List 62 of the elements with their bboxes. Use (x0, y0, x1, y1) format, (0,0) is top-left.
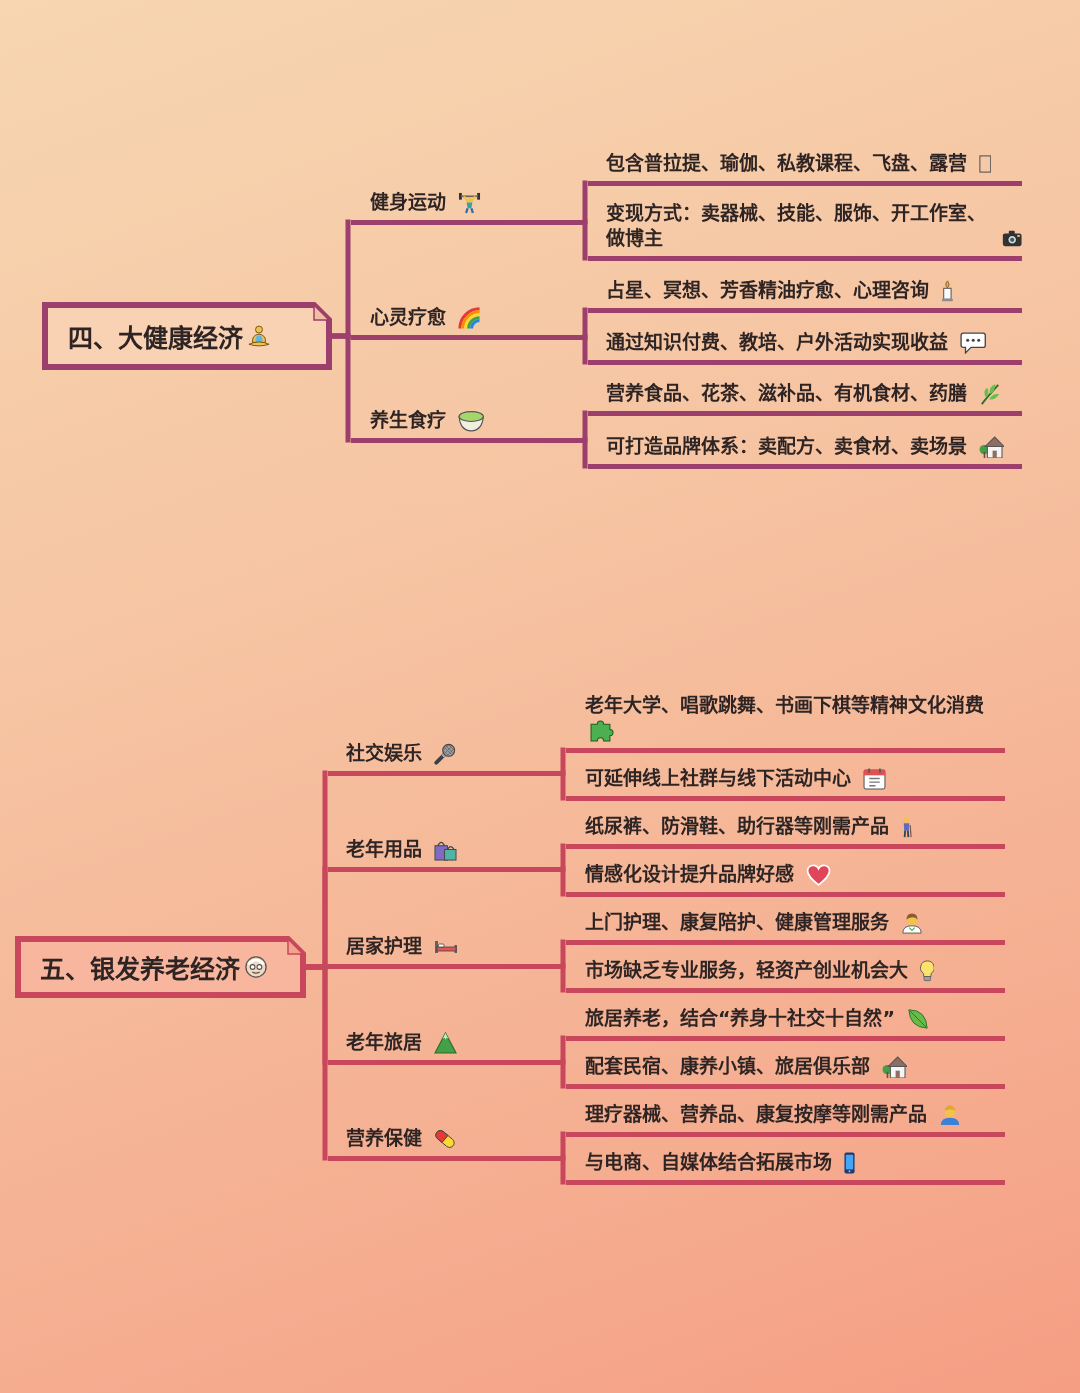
subtopic (565, 1005, 1005, 1041)
connector-line (560, 770, 566, 801)
branch-topic (327, 1029, 561, 1065)
topic-text: 社交娱乐 (346, 741, 422, 764)
topic-text: 变现方式：卖器械、技能、服饰、开工作室、做博主 (606, 200, 987, 251)
connector-line (306, 964, 328, 1161)
topic-text: 包含普拉提、瑜伽、私教课程、飞盘、露营 (606, 151, 967, 174)
connector-line (560, 866, 566, 897)
connector-line (582, 219, 588, 261)
subtopic (587, 150, 1022, 186)
topic-text: 营养食品、花茶、滋补品、有机食材、药膳 (606, 381, 967, 404)
subtopic (587, 200, 1022, 261)
title-box (15, 936, 306, 998)
topic-text: 老年大学、唱歌跳舞、书画下棋等精神文化消费 (585, 693, 984, 716)
title-box (42, 302, 332, 370)
connector-line (582, 334, 588, 365)
subtopic (565, 909, 1005, 945)
topic-text: 占星、冥想、芳香精油疗愈、心理咨询 (606, 278, 929, 301)
topic-text: 市场缺乏专业服务，轻资产创业机会大 (585, 958, 908, 981)
topic-text: 心灵疗愈 (370, 305, 446, 328)
topic-text: 旅居养老，结合“养身十社交十自然” (585, 1006, 895, 1029)
topic-text: 健身运动 (370, 190, 446, 213)
subtopic (565, 861, 1005, 897)
subtopic (565, 765, 1005, 801)
title-text: 五、银发养老经济 (40, 954, 240, 985)
topic-text: 居家护理 (346, 934, 422, 957)
subtopic (587, 380, 1022, 416)
topic-text: 与电商、自媒体结合拓展市场 (585, 1150, 832, 1173)
topic-text: 上门护理、康复陪护、健康管理服务 (585, 910, 889, 933)
subtopic (587, 433, 1022, 469)
branch-topic (327, 933, 561, 969)
title-text: 四、大健康经济 (68, 323, 243, 354)
topic-text: 配套民宿、康养小镇、旅居俱乐部 (585, 1054, 870, 1077)
subtopic (587, 277, 1022, 313)
connector-line (560, 1059, 566, 1089)
branch-topic (350, 304, 583, 340)
connector-line (560, 963, 566, 993)
topic-text: 可延伸线上社群与线下活动中心 (585, 766, 851, 789)
connector-line (582, 437, 588, 469)
subtopic (565, 813, 1005, 849)
topic-text: 纸尿裤、防滑鞋、助行器等刚需产品 (585, 814, 889, 837)
branch-topic (327, 740, 561, 776)
topic-text: 营养保健 (346, 1126, 422, 1149)
topic-text: 老年用品 (346, 837, 422, 860)
branch-topic (350, 189, 583, 225)
subtopic (565, 692, 1005, 753)
topic-text: 老年旅居 (346, 1030, 422, 1053)
branch-topic (327, 836, 561, 872)
subtopic (565, 1101, 1005, 1137)
subtopic (565, 1149, 1005, 1185)
topic-text: 可打造品牌体系：卖配方、卖食材、卖场景 (606, 434, 967, 457)
connector-line (332, 333, 351, 443)
subtopic (587, 329, 1022, 365)
connector-line (560, 1155, 566, 1185)
topic-text: 养生食疗 (370, 408, 446, 431)
subtopic (565, 1053, 1005, 1089)
branch-topic (350, 407, 583, 443)
topic-text: 通过知识付费、教培、户外活动实现收益 (606, 330, 948, 353)
branch-topic (327, 1125, 561, 1161)
subtopic (565, 957, 1005, 993)
topic-text: 理疗器械、营养品、康复按摩等刚需产品 (585, 1102, 927, 1125)
topic-text: 情感化设计提升品牌好感 (585, 862, 794, 885)
